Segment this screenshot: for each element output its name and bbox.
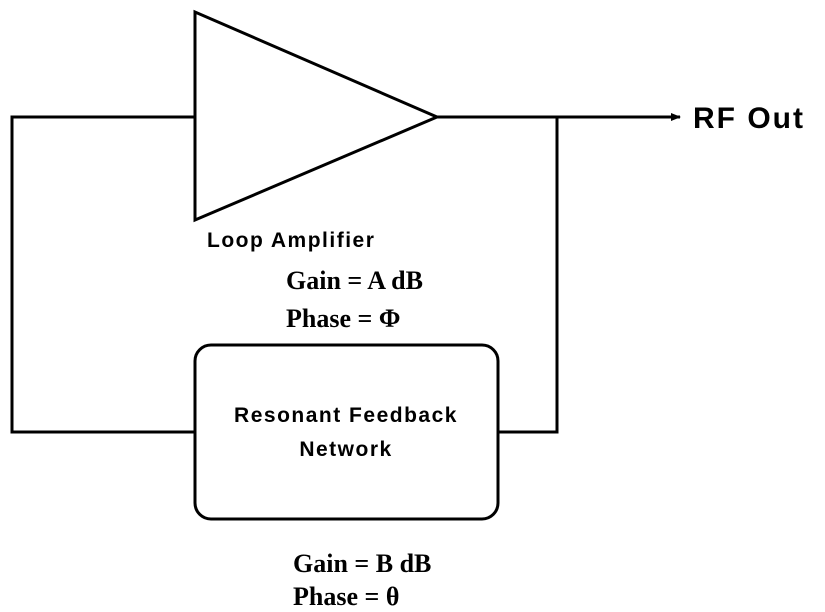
feedback-network-label-line2: Network	[299, 438, 392, 461]
feedback-gain-label: Gain = B dB	[293, 549, 431, 578]
amplifier-phase-label: Phase = Φ	[286, 304, 400, 333]
feedback-network-label-line1: Resonant Feedback	[234, 404, 458, 427]
feedback-phase-label: Phase = θ	[293, 582, 399, 611]
right-loop-wire	[498, 117, 559, 434]
loop-amplifier-label: Loop Amplifier	[207, 229, 375, 252]
left-loop-wire	[10, 115, 195, 434]
rf-out-label: RF Out	[693, 102, 805, 135]
feedback-loop-wires	[10, 115, 559, 434]
resonant-feedback-network-box	[193, 343, 500, 521]
amplifier-gain-label: Gain = A dB	[286, 266, 423, 295]
loop-amplifier-triangle	[193, 9, 441, 223]
